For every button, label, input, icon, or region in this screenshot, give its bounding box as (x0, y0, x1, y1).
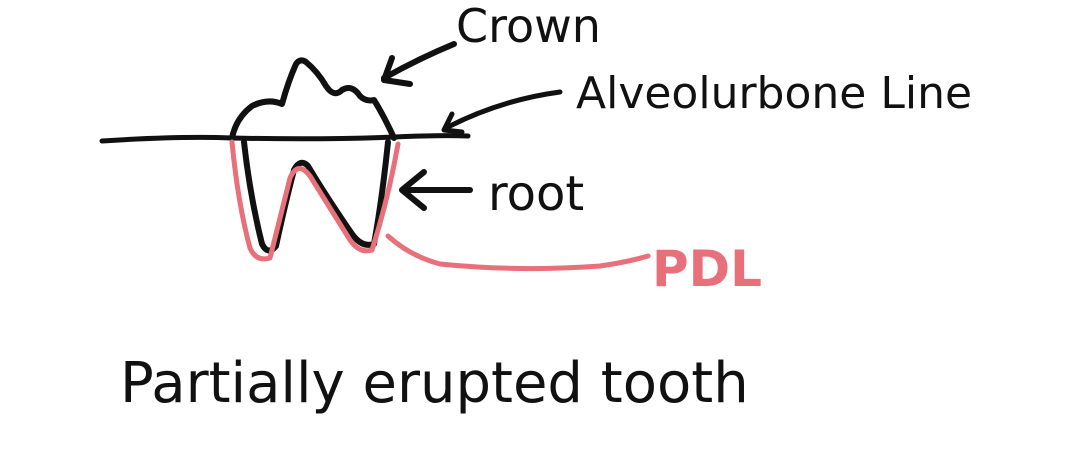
crown-label: Crown (456, 0, 601, 53)
caption: Partially erupted tooth (120, 351, 749, 416)
tooth-crown (229, 57, 397, 141)
crown-arrow (381, 41, 457, 87)
root-arrow (399, 169, 473, 211)
root-label: root (488, 166, 584, 222)
pdl-label: PDL (652, 240, 762, 298)
bone-line-arrow (441, 89, 563, 135)
tooth-root (241, 139, 391, 254)
pdl-leader-line (385, 233, 651, 272)
alveolar-bone-line-label: Alveolurbone Line (576, 68, 972, 119)
alveolar-bone-line (99, 133, 471, 144)
pdl-outline (229, 139, 401, 262)
